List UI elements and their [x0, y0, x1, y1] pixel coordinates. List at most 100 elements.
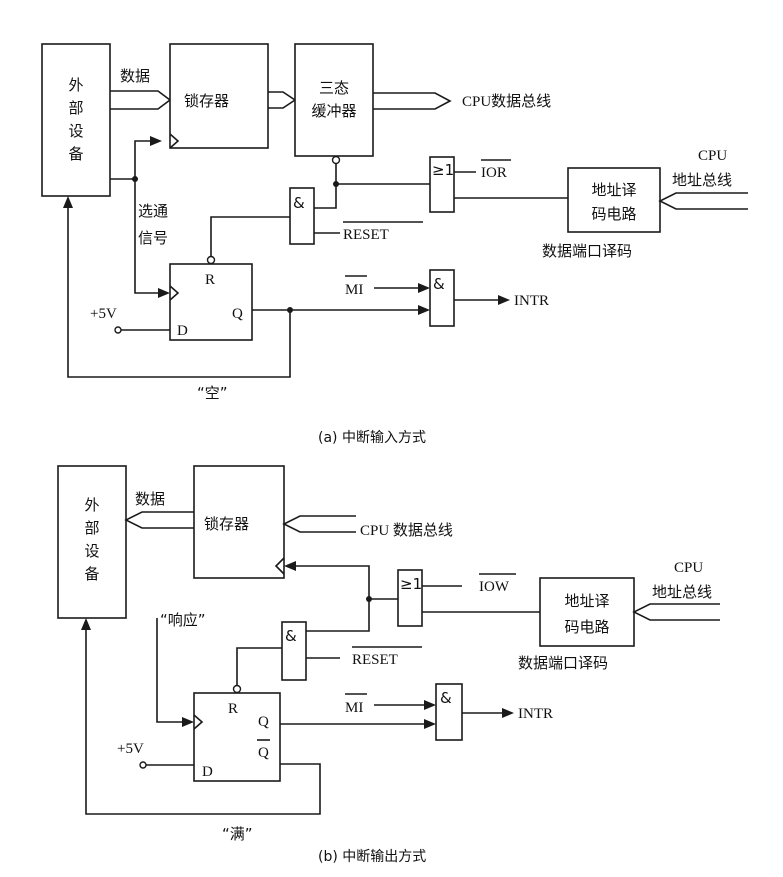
b-q-arrow — [424, 719, 436, 729]
a-latch-to-buffer-arrow — [268, 91, 297, 109]
a-and-gate-label: & — [293, 194, 305, 212]
a-empty-feedback-arrow — [63, 196, 73, 208]
b-intr-arrow — [502, 708, 514, 718]
a-ff-clock-triangle — [169, 285, 180, 301]
b-full-label: “满” — [222, 825, 253, 843]
a-mi-label: MI — [345, 282, 363, 298]
a-strobe-label-2: 信号 — [138, 229, 168, 247]
a-reset-label: RESET — [343, 227, 389, 243]
b-ff-r-label: R — [228, 701, 238, 717]
a-vcc-terminal — [114, 326, 122, 334]
b-interrupt-and-label: & — [440, 689, 452, 707]
b-device-char-1: 外 — [84, 496, 99, 514]
a-latch-clock-triangle — [169, 133, 180, 149]
diagram-b: 外 部 设 备 数据 锁存器 CPU 数据总线 ≥1 IOW 地址译 码电路 C… — [57, 465, 720, 865]
a-cpu-data-bus-arrow — [373, 92, 452, 110]
a-port-decode-label: 数据端口译码 — [542, 242, 632, 260]
b-cpu-data-bus-arrow — [282, 515, 356, 533]
a-cpu-data-bus-label: CPU数据总线 — [462, 93, 551, 110]
a-empty-feedback-wire — [67, 208, 291, 378]
a-or-gate-label: ≥1 — [432, 161, 454, 179]
b-port-decode-label: 数据端口译码 — [518, 654, 608, 672]
a-empty-label: “空” — [197, 384, 228, 402]
a-intr-arrow — [498, 295, 510, 305]
b-vcc-label: +5V — [117, 741, 144, 757]
a-device-char-3: 设 — [68, 122, 83, 140]
a-strobe-wire-up — [110, 140, 152, 180]
b-ack-wire — [156, 618, 182, 723]
b-external-device-box — [57, 465, 127, 619]
b-or-output-wire — [296, 565, 398, 600]
a-buffer-label-2: 缓冲器 — [311, 102, 356, 120]
a-ff-d-label: D — [177, 323, 188, 339]
a-decoder-label-2: 码电路 — [591, 205, 636, 223]
b-latch-label: 锁存器 — [204, 515, 249, 533]
b-caption: (b) 中断输出方式 — [318, 849, 426, 865]
a-external-device-box — [41, 43, 111, 197]
a-interrupt-and-label: & — [433, 275, 445, 293]
b-ff-d-label: D — [202, 764, 213, 780]
b-cpu-data-bus-label: CPU 数据总线 — [360, 522, 453, 539]
a-device-char-2: 部 — [68, 99, 83, 117]
b-mi-arrow — [424, 700, 436, 710]
a-vcc-label: +5V — [90, 306, 117, 322]
b-device-char-2: 部 — [84, 519, 99, 537]
a-cpu-addr-bus-label: 地址总线 — [672, 171, 732, 189]
b-data-label: 数据 — [135, 490, 165, 508]
b-vcc-terminal — [139, 761, 147, 769]
a-strobe-label-1: 选通 — [138, 202, 168, 220]
a-data-bus-arrow — [110, 90, 172, 110]
b-cpu-addr-bus-arrow — [632, 603, 720, 621]
b-latch-clock-triangle — [274, 557, 285, 575]
a-intr-label: INTR — [514, 293, 549, 309]
b-data-bus-arrow — [124, 511, 194, 529]
a-device-char-1: 外 — [68, 76, 83, 94]
a-decoder-label-1: 地址译 — [591, 181, 636, 199]
b-mi-label: MI — [345, 700, 363, 716]
b-interrupt-and-box — [435, 683, 463, 741]
b-ff-q-label: Q — [258, 714, 269, 730]
b-device-char-4: 备 — [84, 565, 99, 583]
a-tristate-buffer-box — [294, 43, 374, 157]
b-or-to-and-wire — [306, 599, 370, 632]
a-enable-to-and-wire — [314, 184, 337, 209]
b-or-gate-label: ≥1 — [400, 575, 422, 593]
a-strobe-arrow-ff — [158, 288, 170, 298]
b-and-gate-box — [281, 621, 307, 681]
b-and-to-ff-reset-wire — [236, 647, 282, 685]
a-interrupt-and-box — [429, 269, 455, 327]
a-address-decoder-box — [567, 167, 661, 233]
a-ff-q-label: Q — [232, 306, 243, 322]
a-latch-box — [169, 43, 269, 149]
a-q-arrow — [418, 305, 430, 315]
a-cpu-addr-bus-arrow — [658, 192, 748, 210]
a-strobe-arrow-latch — [150, 136, 162, 146]
b-ff-clock-triangle — [193, 714, 204, 730]
a-ff-reset-bubble — [206, 255, 216, 265]
a-cpu-label: CPU — [698, 148, 727, 164]
a-mi-arrow — [418, 283, 430, 293]
b-device-char-3: 设 — [84, 542, 99, 560]
b-full-feedback-arrow — [81, 618, 91, 630]
b-ff-qbar-label: Q — [258, 745, 269, 761]
b-or-gate-box — [397, 569, 423, 627]
a-flip-flop-box — [169, 263, 253, 341]
b-ack-arrow — [182, 717, 194, 727]
b-flip-flop-box — [193, 692, 281, 782]
a-or-output-wire — [335, 163, 430, 185]
b-address-decoder-box — [539, 577, 635, 647]
a-strobe-wire-down — [134, 179, 160, 294]
a-caption: (a) 中断输入方式 — [318, 430, 426, 446]
b-iow-label: IOW — [479, 579, 510, 595]
a-ior-label: IOR — [481, 165, 507, 181]
a-data-label: 数据 — [120, 67, 150, 85]
diagram-a: 外 部 设 备 数据 锁存器 三态 缓冲器 CPU数据总线 选通 信号 ≥1 I — [41, 43, 748, 446]
a-buffer-label-1: 三态 — [319, 79, 349, 97]
a-and-gate-box — [289, 187, 315, 245]
b-latch-box — [193, 465, 285, 579]
b-ack-label: “响应” — [160, 611, 206, 629]
a-device-char-4: 备 — [68, 145, 83, 163]
b-decoder-label-2: 码电路 — [564, 618, 609, 636]
b-intr-label: INTR — [518, 706, 553, 722]
